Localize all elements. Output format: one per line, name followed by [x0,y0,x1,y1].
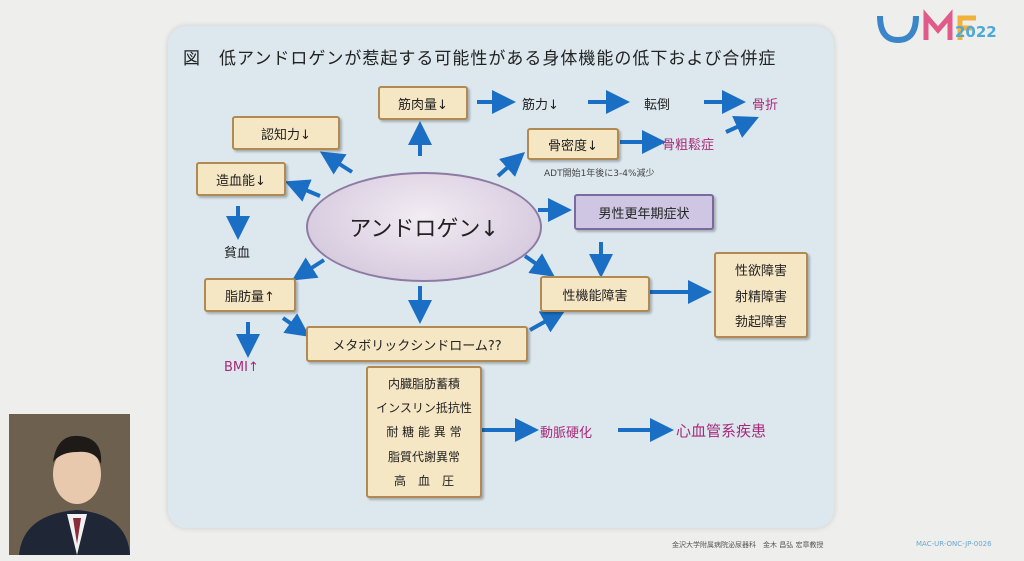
arrow-metabolic-sexual [529,310,566,333]
presenter-video [9,414,130,555]
node-metabolic: メタボリックシンドローム?? [306,326,528,362]
arrow-center-sexual [523,253,555,277]
risk-item-glucose: 耐 糖 能 異 常 [386,425,462,440]
presenter-silhouette [9,414,130,555]
node-bmi: BMI↑ [224,360,259,375]
arrow-osteoporosis-fracture [725,116,759,138]
arrow-center-fat [291,257,326,281]
risk-item-insulin: インスリン抵抗性 [376,401,472,416]
footer-credit: 金沢大学附属病院泌尿器科 金木 昌弘 宏章教授 [672,541,824,549]
arrow-center-density [496,152,525,178]
node-bone-density: 骨密度↓ [527,128,619,160]
node-hematopoiesis: 造血能↓ [196,162,286,196]
sexual-item-erectile: 勃起障害 [734,314,787,330]
node-fall: 転倒 [644,98,671,113]
node-atherosclerosis: 動脈硬化 [540,426,593,441]
node-fracture: 骨折 [752,98,779,113]
risk-list-box: 内臓脂肪蓄積 インスリン抵抗性 耐 糖 能 異 常 脂質代謝異常 高 血 圧 [366,366,482,498]
slide-title: 図 低アンドロゲンが惹起する可能性がある身体機能の低下および合併症 [183,49,777,69]
sexual-list-box: 性欲障害 射精障害 勃起障害 [714,252,808,338]
logo-year: 2022 [955,23,997,41]
sexual-item-libido: 性欲障害 [734,264,787,280]
adt-note: ADT開始1年後に3-4%減少 [544,169,655,179]
risk-item-hypertension: 高 血 圧 [393,473,454,488]
node-fat: 脂肪量↑ [204,278,296,312]
conference-logo [877,9,976,44]
arrow-fat-metabolic [281,313,310,337]
center-androgen: アンドロゲン↓ [306,172,542,282]
node-osteoporosis: 骨粗鬆症 [662,138,715,153]
node-cognition: 認知力↓ [232,116,340,150]
arrow-center-hematopoiesis [284,179,321,202]
arrow-center-cognition [319,151,354,175]
node-menopause: 男性更年期症状 [574,194,714,230]
node-muscle: 筋肉量↓ [378,86,468,120]
risk-item-visceral-fat: 内臓脂肪蓄積 [387,377,460,392]
node-sexual: 性機能障害 [540,276,650,312]
footer-code: MAC-UR-ONC-JP-0026 [916,540,992,548]
sexual-item-ejaculation: 射精障害 [734,289,787,305]
node-strength: 筋力↓ [522,98,559,113]
node-cvd: 心血管系疾患 [676,422,767,440]
node-anemia: 貧血 [224,246,251,261]
risk-item-lipid: 脂質代謝異常 [387,449,460,464]
